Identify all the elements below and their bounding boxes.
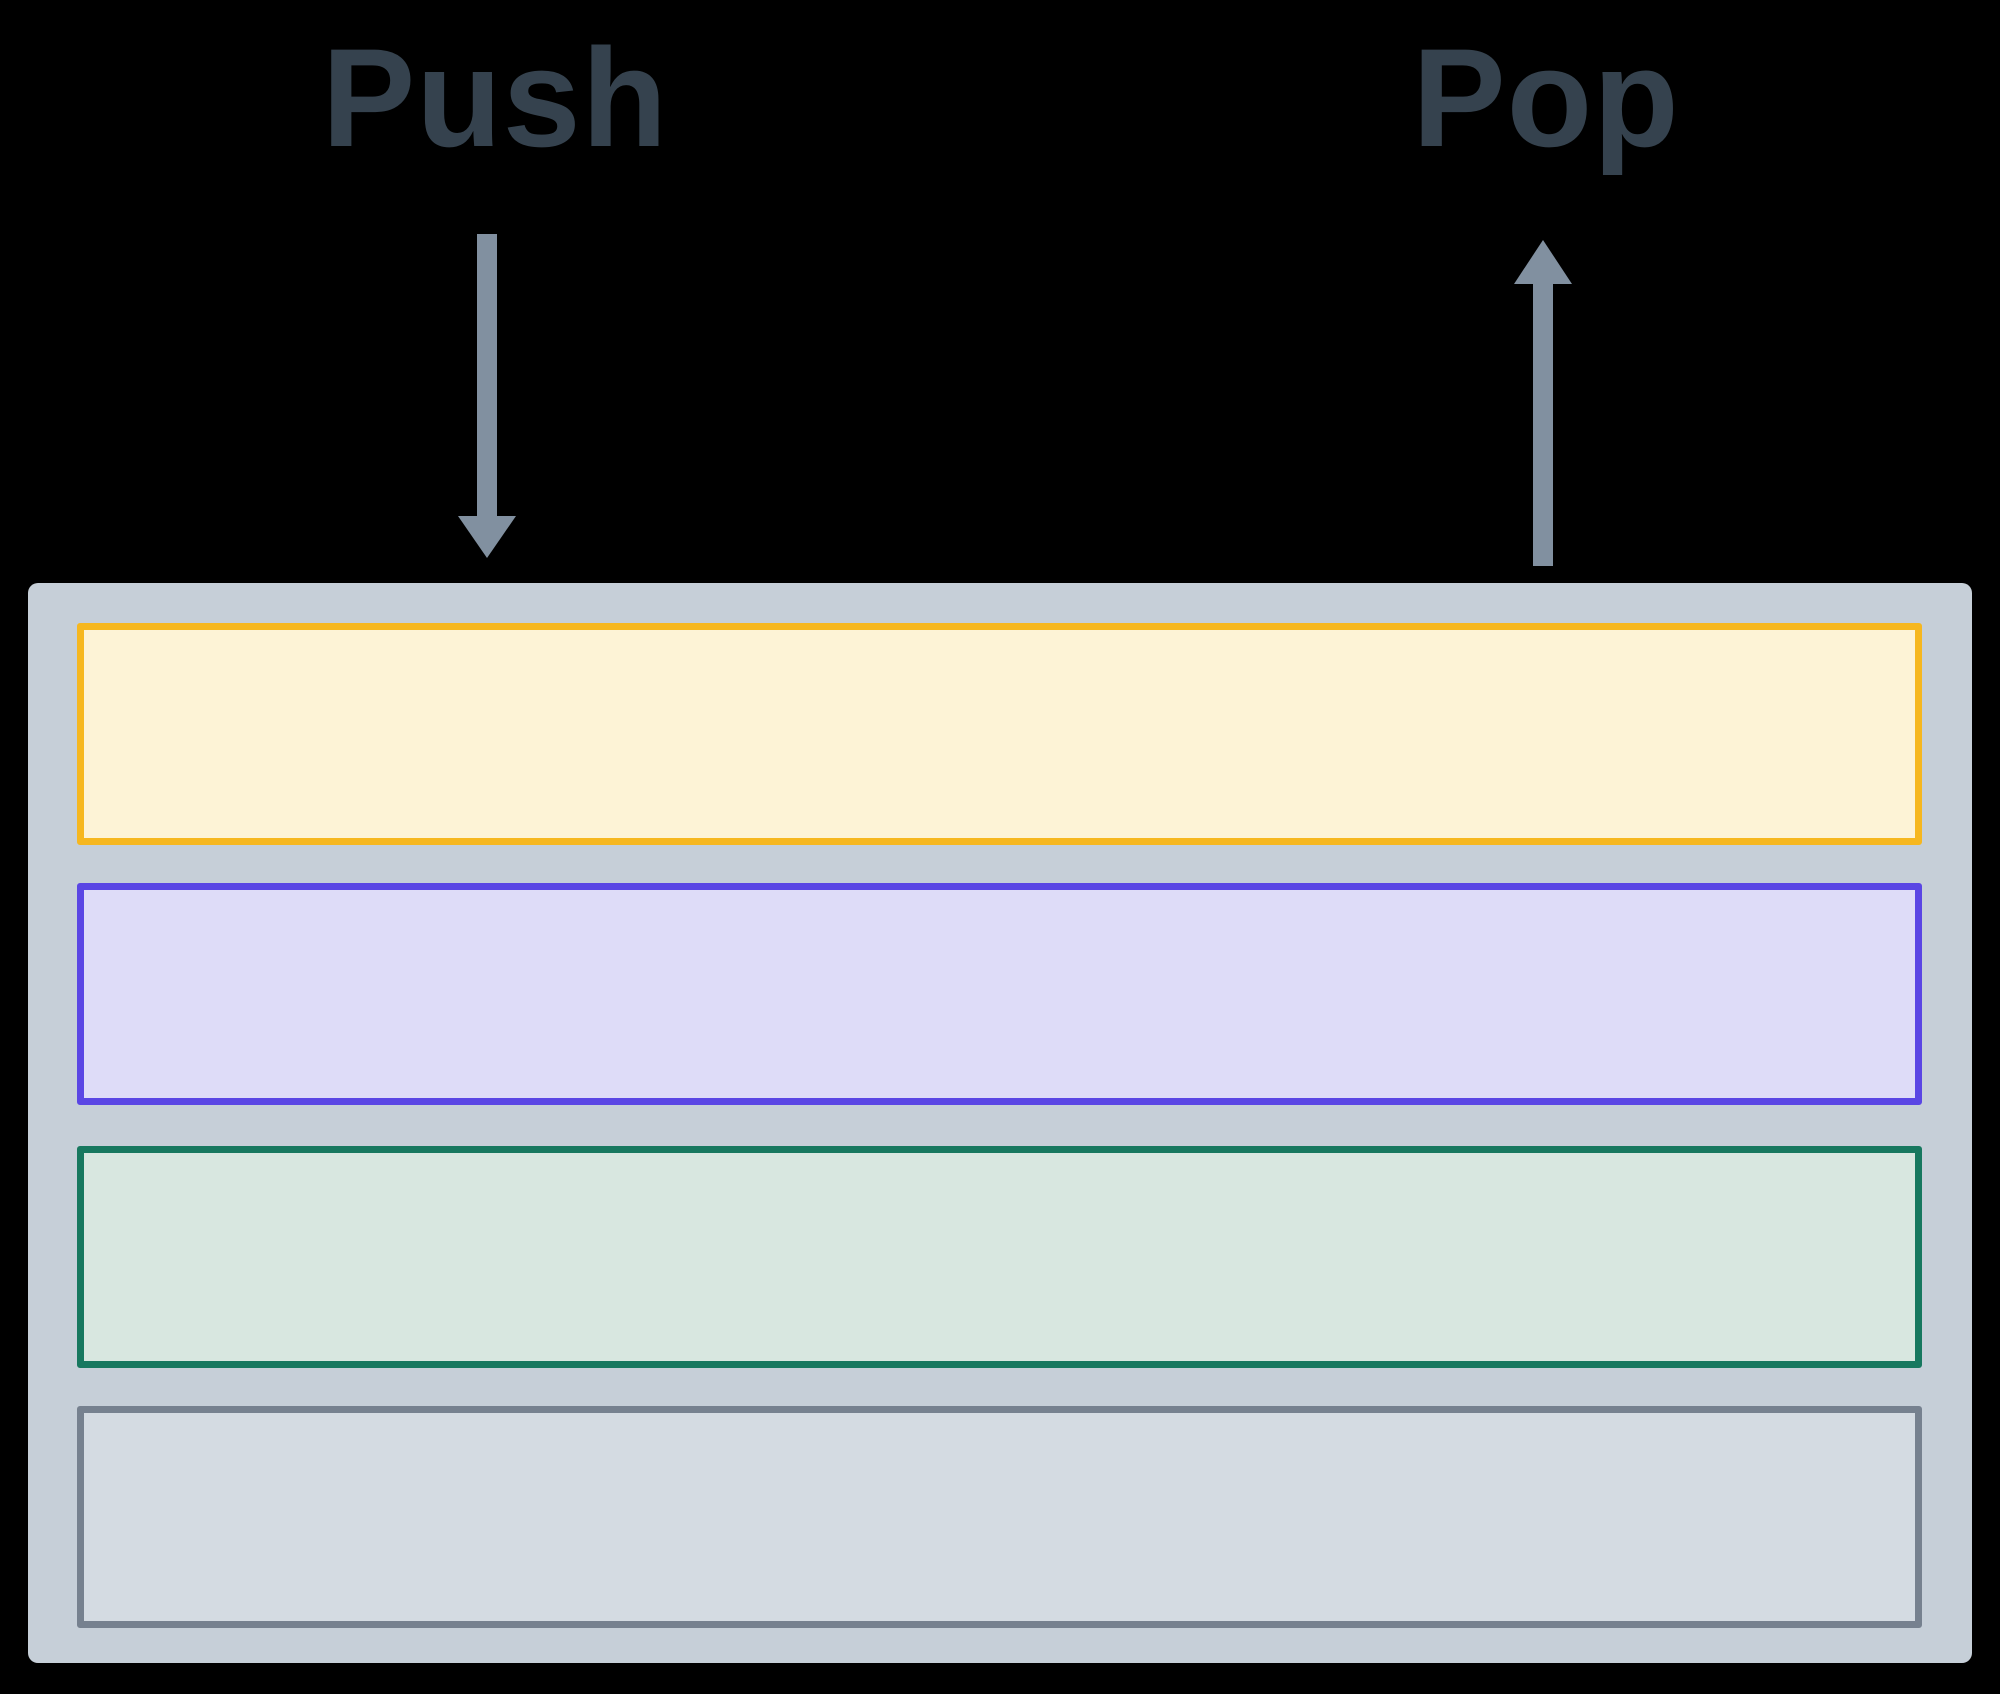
stack-slot-second xyxy=(77,883,1922,1105)
push-arrow-head xyxy=(458,516,516,558)
push-arrow-down-icon xyxy=(458,234,516,558)
push-arrow-shaft xyxy=(477,234,497,520)
pop-arrow-head xyxy=(1514,240,1572,284)
stack-container xyxy=(28,583,1972,1663)
stack-slot-top xyxy=(77,623,1922,845)
push-label: Push xyxy=(321,19,669,176)
pop-label: Pop xyxy=(1412,19,1680,176)
pop-arrow-shaft xyxy=(1533,280,1553,566)
pop-arrow-up-icon xyxy=(1514,240,1572,566)
stack-slot-bottom xyxy=(77,1406,1922,1628)
stack-slot-third xyxy=(77,1146,1922,1368)
